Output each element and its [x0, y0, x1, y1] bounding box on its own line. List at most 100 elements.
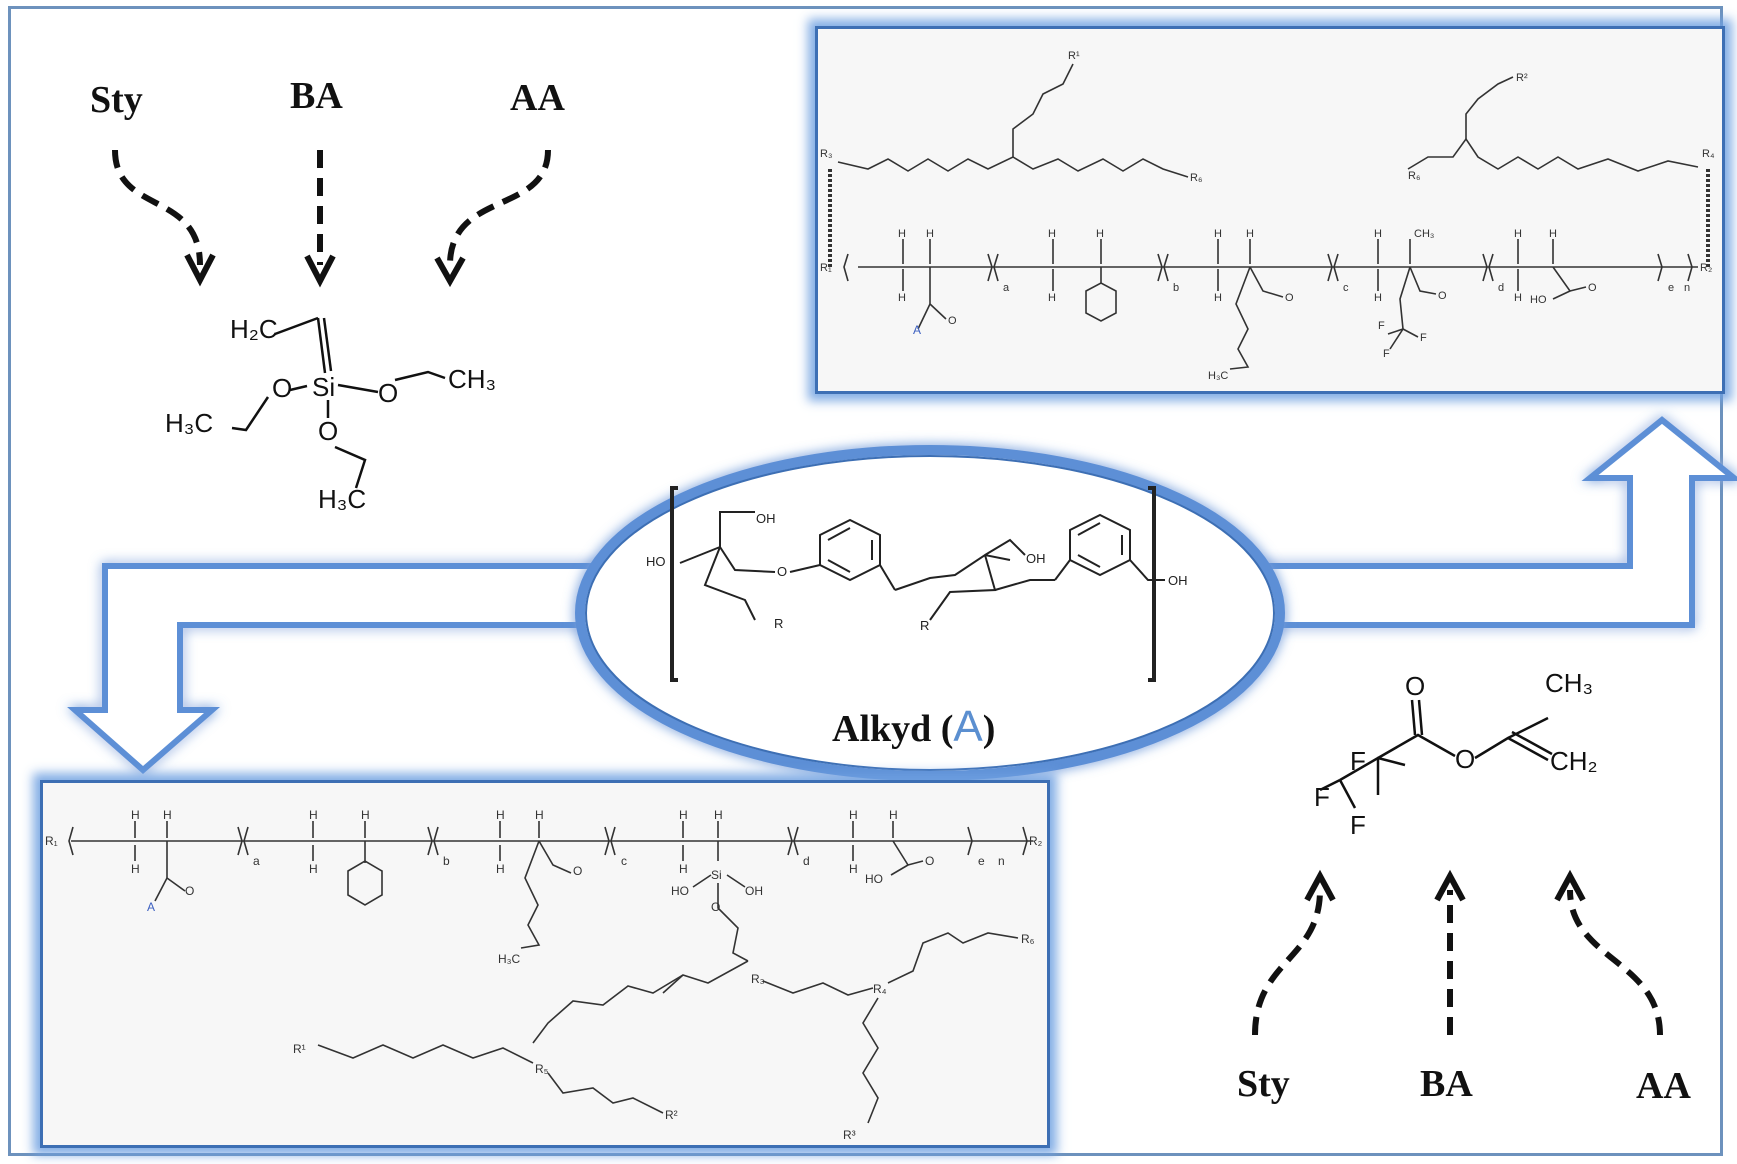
svg-text:HO: HO — [865, 872, 883, 886]
product-bottom-box: R₁ R₂ H H H H H H H H H H H H H H H Si H… — [40, 780, 1050, 1148]
svg-text:H: H — [535, 808, 544, 822]
svg-text:CH₃: CH₃ — [448, 364, 496, 394]
svg-text:O: O — [948, 315, 957, 327]
alkyd-labels: OH HO OH OH R R O — [646, 511, 1188, 633]
svg-text:R₆: R₆ — [1190, 172, 1202, 184]
svg-text:R¹: R¹ — [293, 1042, 306, 1056]
svg-text:H₃C: H₃C — [165, 408, 213, 438]
svg-text:O: O — [777, 564, 787, 579]
alkyd-label-suffix: ) — [982, 708, 996, 750]
svg-text:b: b — [443, 854, 450, 868]
svg-text:HO: HO — [671, 884, 689, 898]
svg-text:H: H — [849, 862, 858, 876]
svg-text:Si: Si — [312, 372, 335, 402]
svg-text:H: H — [889, 808, 898, 822]
svg-text:H: H — [131, 862, 140, 876]
svg-text:H₃C: H₃C — [318, 484, 366, 514]
reagent-sty-bottom: Sty — [1237, 1063, 1290, 1105]
svg-text:H: H — [1374, 292, 1382, 304]
svg-text:H: H — [496, 862, 505, 876]
svg-text:CH₃: CH₃ — [1545, 668, 1593, 698]
svg-text:O: O — [711, 900, 720, 914]
arrow-to-bottom-product — [67, 563, 603, 774]
svg-text:F: F — [1420, 332, 1427, 344]
svg-text:H: H — [496, 808, 505, 822]
svg-text:H: H — [1514, 228, 1522, 240]
arrow-to-top-product — [1237, 416, 1737, 628]
svg-text:O: O — [185, 884, 194, 898]
svg-text:e: e — [978, 854, 985, 868]
svg-text:d: d — [803, 854, 810, 868]
svg-text:n: n — [1684, 282, 1690, 294]
svg-text:R₁: R₁ — [45, 834, 58, 848]
svg-text:O: O — [1588, 282, 1597, 294]
svg-text:O: O — [1455, 744, 1475, 774]
svg-text:H: H — [898, 228, 906, 240]
svg-text:R₄: R₄ — [873, 982, 887, 996]
svg-text:R₃: R₃ — [820, 148, 832, 160]
tfema-labels: O CH₃ F F F O CH₂ — [1314, 668, 1598, 840]
svg-text:Si: Si — [711, 868, 722, 882]
reagent-aa-top: AA — [510, 77, 565, 119]
alkyd-label: Alkyd (A) — [832, 702, 995, 752]
svg-text:F: F — [1350, 746, 1366, 776]
tfema-molecule — [1319, 699, 1553, 809]
svg-text:HO: HO — [646, 554, 666, 569]
arrow-aa-bottom — [1567, 889, 1663, 1036]
svg-text:O: O — [1405, 671, 1425, 701]
svg-text:H: H — [849, 808, 858, 822]
arrow-sty-top — [112, 149, 203, 266]
alkyd-label-letter: A — [953, 702, 983, 751]
alkyd-ellipse-group — [575, 445, 1285, 781]
svg-text:H: H — [926, 228, 934, 240]
svg-text:a: a — [1003, 282, 1010, 294]
arrowheads-bottom — [1304, 869, 1586, 902]
svg-text:H₃C: H₃C — [498, 952, 521, 966]
svg-text:R: R — [774, 616, 783, 631]
svg-text:H: H — [1048, 292, 1056, 304]
svg-text:R₂: R₂ — [1029, 834, 1043, 848]
svg-text:O: O — [1438, 290, 1447, 302]
svg-text:b: b — [1173, 282, 1179, 294]
svg-text:R₁: R₁ — [820, 262, 832, 274]
dashed-arrows-bottom — [1252, 889, 1663, 1036]
svg-text:R₆: R₆ — [1021, 932, 1035, 946]
product-top-structure: R₃ R₆ R¹ R² R₆ R₄ R₁ R₂ H H H H H H H H … — [820, 50, 1715, 382]
svg-text:H: H — [1214, 228, 1222, 240]
svg-text:H₃C: H₃C — [1208, 370, 1228, 382]
svg-text:H: H — [361, 808, 370, 822]
svg-text:OH: OH — [745, 884, 763, 898]
svg-text:R₆: R₆ — [1408, 170, 1420, 182]
svg-text:H: H — [131, 808, 140, 822]
svg-text:c: c — [1343, 282, 1349, 294]
svg-text:a: a — [253, 854, 260, 868]
reagent-ba-top: BA — [290, 75, 343, 117]
svg-text:F: F — [1383, 348, 1390, 360]
svg-text:H: H — [1514, 292, 1522, 304]
svg-text:R¹: R¹ — [1068, 50, 1080, 62]
reagent-ba-bottom: BA — [1420, 1063, 1473, 1105]
svg-text:O: O — [318, 416, 338, 446]
svg-text:H: H — [1048, 228, 1056, 240]
svg-text:O: O — [573, 864, 582, 878]
alkyd-ref-top: A — [913, 323, 921, 337]
svg-text:CH₃: CH₃ — [1414, 228, 1434, 240]
svg-text:n: n — [998, 854, 1005, 868]
arrow-aa-top — [447, 149, 551, 266]
svg-text:R: R — [920, 618, 929, 633]
svg-text:CH₂: CH₂ — [1550, 746, 1598, 776]
svg-text:H: H — [679, 808, 688, 822]
svg-text:c: c — [621, 854, 627, 868]
svg-text:O: O — [378, 378, 398, 408]
svg-text:H: H — [1246, 228, 1254, 240]
svg-text:e: e — [1668, 282, 1674, 294]
svg-text:HO: HO — [1530, 294, 1547, 306]
svg-text:H: H — [1549, 228, 1557, 240]
svg-text:F: F — [1350, 810, 1366, 840]
svg-text:d: d — [1498, 282, 1504, 294]
product-bottom-structure: R₁ R₂ H H H H H H H H H H H H H H H Si H… — [45, 808, 1043, 1142]
alkyd-structure — [670, 486, 1165, 682]
svg-text:R₂: R₂ — [1700, 262, 1712, 274]
